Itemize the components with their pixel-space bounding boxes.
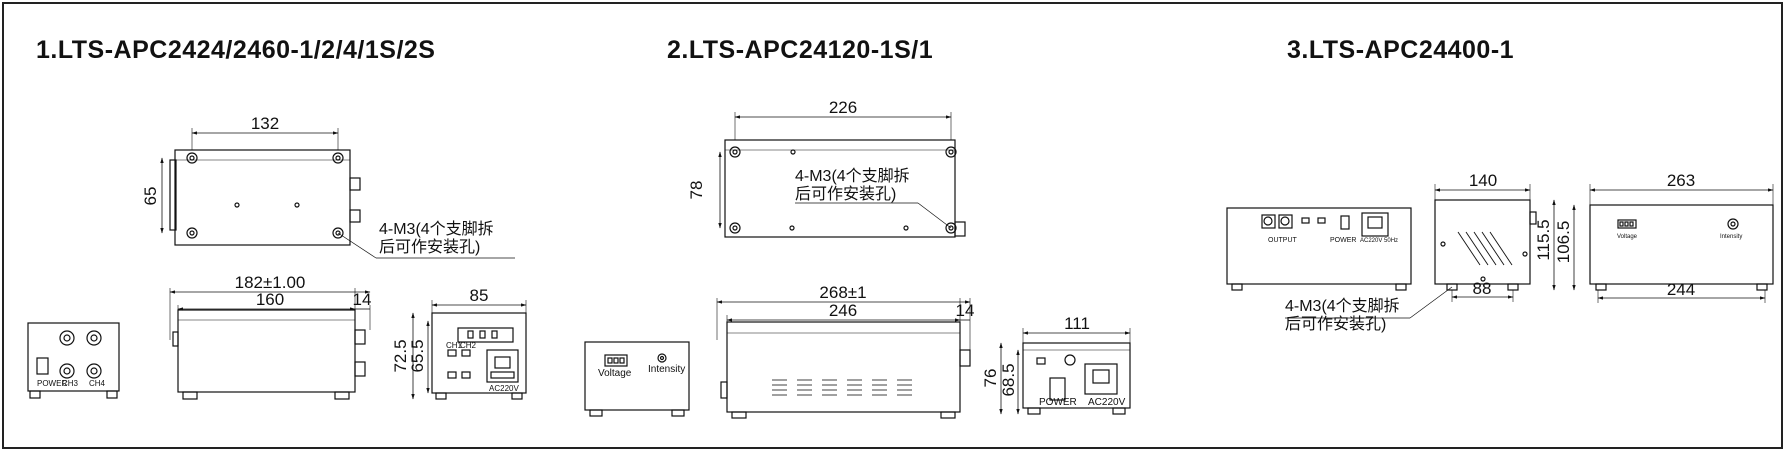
s2-side-view xyxy=(716,298,971,419)
s1-rear-width-label: 85 xyxy=(470,286,489,305)
s1-rear-h2-label: 65.5 xyxy=(408,339,427,372)
s3-top-width-label: 263 xyxy=(1667,171,1695,190)
s2-top-view xyxy=(718,112,966,238)
s2-ac220-label: AC220V xyxy=(1088,397,1126,408)
s1-side-knob-label: 14 xyxy=(353,290,372,309)
s1-power-label: POWER xyxy=(37,379,67,388)
s1-ac220-label: AC220V xyxy=(489,384,519,393)
s3-front-view xyxy=(1226,207,1412,291)
s1-ch3-label: CH3 xyxy=(62,379,79,388)
s1-side-body-label: 160 xyxy=(256,290,284,309)
s3-side-view xyxy=(1285,184,1537,319)
section-3-title: 3.LTS-APC24400-1 xyxy=(1287,36,1515,64)
s1-top-width-label: 132 xyxy=(251,114,279,133)
section-2-title: 2.LTS-APC24120-1S/1 xyxy=(667,36,934,64)
s3-height2-label: 106.5 xyxy=(1554,221,1573,264)
s1-ch4-label: CH4 xyxy=(89,379,106,388)
s3-side-width-label: 140 xyxy=(1469,171,1497,190)
s2-rear-width-label: 111 xyxy=(1064,314,1090,333)
s3-output-label: OUTPUT xyxy=(1268,237,1298,244)
s2-front-view xyxy=(584,341,690,417)
s2-power-label: POWER xyxy=(1039,397,1077,408)
s2-side-knob-label: 14 xyxy=(956,301,975,320)
s2-rear-h1-label: 76 xyxy=(981,369,1000,388)
s1-top-view xyxy=(160,128,515,259)
s1-note-line1: 4-M3(4个支脚拆 xyxy=(379,220,494,238)
s2-side-total-label: 268±1 xyxy=(819,283,866,302)
s2-intensity-label: Intensity xyxy=(648,364,685,375)
s2-voltage-label: Voltage xyxy=(598,368,632,379)
s1-top-depth-label: 65 xyxy=(141,187,160,206)
s2-note-line1: 4-M3(4个支脚拆 xyxy=(795,167,910,185)
s3-voltage-label: Voltage xyxy=(1617,234,1638,240)
s3-intensity-label: Intensity xyxy=(1720,234,1742,240)
s2-top-depth-label: 78 xyxy=(687,181,706,200)
section-1-title: 1.LTS-APC2424/2460-1/2/4/1S/2S xyxy=(36,36,436,64)
s2-note-line2: 后可作安装孔) xyxy=(795,185,896,203)
s1-front-view xyxy=(27,322,120,399)
s1-note-line2: 后可作安装孔) xyxy=(379,238,480,256)
s1-ch2-label: CH2 xyxy=(460,341,477,350)
s3-height1-label: 115.5 xyxy=(1534,219,1553,260)
s3-note-line2: 后可作安装孔) xyxy=(1285,315,1386,333)
s3-top-base-label: 244 xyxy=(1667,280,1695,299)
s3-note-line1: 4-M3(4个支脚拆 xyxy=(1285,297,1400,315)
s1-rear-view xyxy=(411,300,527,400)
s1-ch1-label: CH1 xyxy=(446,341,463,350)
s3-side-feet-label: 88 xyxy=(1473,279,1492,298)
s2-top-width-label: 226 xyxy=(829,98,857,117)
s2-rear-h2-label: 68.5 xyxy=(999,363,1018,396)
s1-side-view xyxy=(169,288,371,400)
s3-power-label: POWER xyxy=(1330,237,1356,244)
s2-side-body-label: 246 xyxy=(829,301,857,320)
s3-ac220-label: AC220V 50Hz xyxy=(1360,238,1398,244)
s3-top-view xyxy=(1552,184,1774,303)
s1-side-total-label: 182±1.00 xyxy=(235,273,306,292)
s1-rear-h1-label: 72.5 xyxy=(391,339,410,372)
s2-rear-view xyxy=(999,328,1131,415)
